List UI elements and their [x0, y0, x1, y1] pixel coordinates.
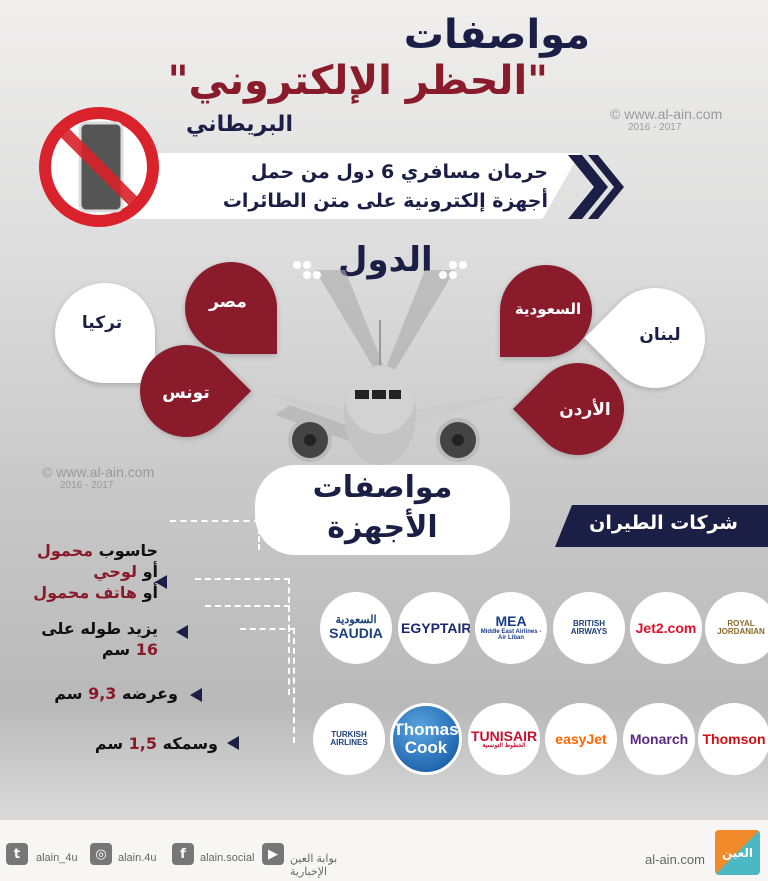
country-turkey: تركيا: [81, 313, 123, 333]
spec-text: وعرضه: [116, 684, 178, 703]
al-ain-logo: العين: [715, 830, 760, 875]
airline-name: Thomas Cook: [393, 720, 459, 757]
watermark-years: 2016 - 2017: [628, 122, 682, 133]
countries-heading: الدول: [338, 240, 433, 280]
spec-thickness: وسمكه 1,5 سم: [95, 733, 218, 754]
spec-highlight: هاتف محمول: [33, 583, 137, 602]
site-url[interactable]: al-ain.com: [645, 852, 705, 867]
airline-name: TURKISH AIRLINES: [330, 729, 368, 747]
facebook-icon[interactable]: f: [172, 843, 194, 865]
device-specs-box: [255, 465, 510, 555]
airline-sub: السعودية: [335, 613, 377, 626]
spec-text: يزيد طوله على: [41, 619, 158, 638]
spec-highlight: 1,5: [128, 734, 158, 753]
airline-logo: BRITISH AIRWAYS: [553, 592, 625, 664]
country-lebanon: لبنان: [639, 325, 681, 345]
instagram-icon[interactable]: ◎: [90, 843, 112, 865]
airline-name: EGYPTAIR: [401, 619, 470, 636]
country-drop-turkey: [55, 283, 155, 383]
no-phone-icon: [39, 107, 159, 227]
airline-logo: EGYPTAIR: [398, 592, 470, 664]
spec-length: يزيد طوله على 16 سم: [28, 618, 158, 660]
youtube-icon[interactable]: ▶: [262, 843, 284, 865]
banner: [110, 153, 580, 219]
country-saudi: السعودية: [514, 300, 582, 318]
spec-text: سم: [101, 640, 136, 659]
airline-logo: easyJet: [545, 703, 617, 775]
airline-name: Thomson: [702, 730, 766, 747]
spec-text: سم: [94, 734, 129, 753]
airline-name: Monarch: [629, 730, 689, 747]
spec-text: سم: [54, 684, 89, 703]
pointer-icon: [176, 625, 188, 639]
airline-name: easyJet: [555, 730, 607, 747]
twitter-handle[interactable]: alain_4u: [36, 852, 78, 864]
airline-logo: Thomson: [698, 703, 768, 775]
spec-highlight: 9,3: [88, 684, 117, 703]
spec-text: وسمكه: [157, 734, 218, 753]
pointer-icon: [190, 688, 202, 702]
watermark-url: www.al-ain.com: [56, 464, 155, 480]
title-line3: البريطاني: [186, 112, 293, 137]
airline-name: MEA: [495, 613, 527, 630]
device-specs-heading: مواصفات الأجهزة: [255, 468, 510, 548]
spec-device-types: حاسوب محمول أو لوحي أو هاتف محمول: [33, 540, 158, 603]
country-jordan: الأردن: [559, 400, 611, 420]
spec-highlight: لوحي: [93, 562, 137, 581]
airplane-illustration: [270, 320, 510, 465]
country-egypt: مصر: [209, 292, 247, 312]
airline-name: Jet2.com: [635, 619, 697, 636]
spec-highlight: محمول: [36, 541, 94, 560]
watermark-years: 2016 - 2017: [60, 480, 114, 491]
airline-logo: ROYAL JORDANIAN: [705, 592, 768, 664]
airlines-heading: شركات الطيران: [589, 512, 738, 534]
arrows-decoration: [293, 261, 467, 370]
watermark-url: www.al-ain.com: [624, 106, 723, 122]
airline-name: SAUDIA: [329, 625, 383, 642]
specs-heading-line1: مواصفات: [312, 470, 453, 505]
connector: [240, 628, 295, 743]
airline-name: TUNISAIR: [471, 727, 538, 744]
spec-text: حاسوب: [93, 541, 158, 560]
spec-text: أو: [137, 583, 158, 602]
airline-logo: Monarch: [623, 703, 695, 775]
youtube-channel[interactable]: بوابة العين الإخبارية: [290, 853, 338, 878]
spec-text: أو: [137, 562, 158, 581]
country-tunisia: تونس: [162, 383, 210, 403]
airline-name: BRITISH AIRWAYS: [570, 618, 608, 636]
airline-sub: Middle East Airlines - Air Liban: [480, 629, 542, 642]
airline-logo: TURKISH AIRLINES: [313, 703, 385, 775]
banner-text: حرمان مسافري 6 دول من حمل أجهزة إلكترونية…: [223, 158, 548, 216]
connector: [205, 605, 290, 695]
airlines-band: [555, 505, 768, 547]
airline-name: ROYAL JORDANIAN: [717, 618, 765, 636]
banner-line2: أجهزة إلكترونية على متن الطائرات: [222, 190, 548, 212]
airline-sub: الخطوط التونسية: [482, 743, 526, 750]
footer: [0, 820, 768, 881]
airline-logo: Jet2.com: [630, 592, 702, 664]
connector: [170, 520, 260, 550]
title-line2: "الحظر الإلكتروني": [167, 58, 548, 104]
instagram-handle[interactable]: alain.4u: [118, 852, 157, 864]
spec-width: وعرضه 9,3 سم: [54, 683, 178, 704]
twitter-icon[interactable]: t: [6, 843, 28, 865]
title-line1: مواصفات: [403, 12, 590, 58]
specs-heading-line2: الأجهزة: [327, 510, 438, 545]
pointer-icon: [155, 575, 167, 589]
airline-logo: Thomas Cook: [390, 703, 462, 775]
chevron-right-icon: [568, 155, 624, 219]
facebook-handle[interactable]: alain.social: [200, 852, 255, 864]
spec-highlight: 16: [135, 640, 158, 659]
banner-line1: حرمان مسافري 6 دول من حمل: [250, 161, 548, 183]
country-drop-saudi: [500, 265, 592, 357]
pointer-icon: [227, 736, 239, 750]
country-drop-egypt: [185, 262, 277, 354]
